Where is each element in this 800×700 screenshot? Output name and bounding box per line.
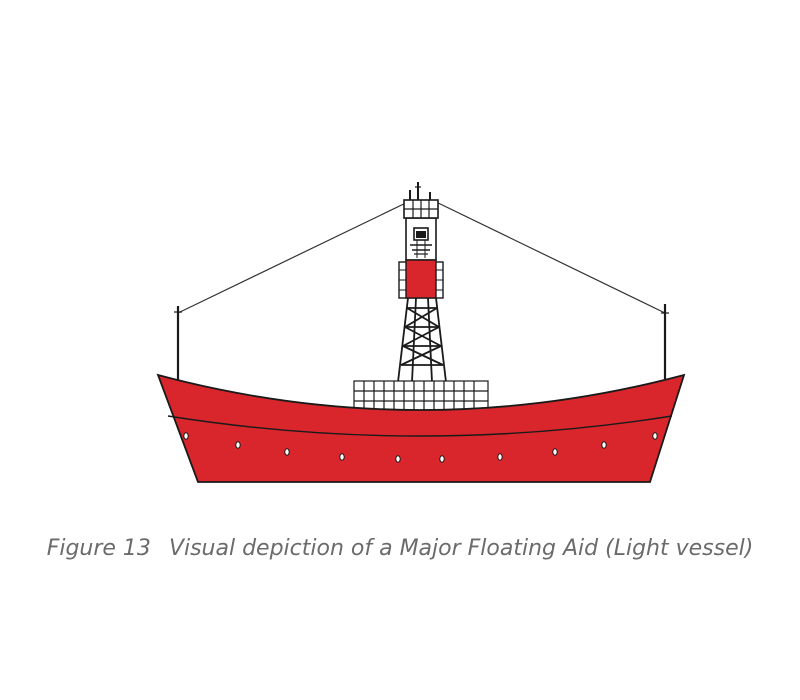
lantern-housing <box>398 182 444 299</box>
aft-stay-line <box>431 199 666 314</box>
figure-number: Figure 13 <box>46 536 151 561</box>
hull-body <box>156 373 686 483</box>
porthole <box>601 441 607 449</box>
masts <box>174 304 669 383</box>
lamp-lens <box>416 231 426 238</box>
porthole <box>284 448 290 456</box>
porthole <box>652 432 658 440</box>
porthole <box>552 448 558 456</box>
light-beacon <box>405 259 437 299</box>
porthole <box>439 455 445 463</box>
hull <box>156 373 686 483</box>
porthole <box>339 453 345 461</box>
lattice-tower <box>397 297 447 383</box>
porthole <box>497 453 503 461</box>
porthole <box>235 441 241 449</box>
porthole <box>395 455 401 463</box>
portholes <box>183 432 658 463</box>
figure-caption-text: Visual depiction of a Major Floating Aid… <box>168 536 754 561</box>
figure-caption: Figure 13 Visual depiction of a Major Flo… <box>0 536 800 561</box>
fore-stay-line <box>177 199 413 314</box>
porthole <box>183 432 189 440</box>
rigging <box>177 199 666 314</box>
light-vessel-drawing <box>156 182 686 483</box>
sheer-line <box>167 415 673 437</box>
light-vessel-illustration <box>156 182 686 483</box>
